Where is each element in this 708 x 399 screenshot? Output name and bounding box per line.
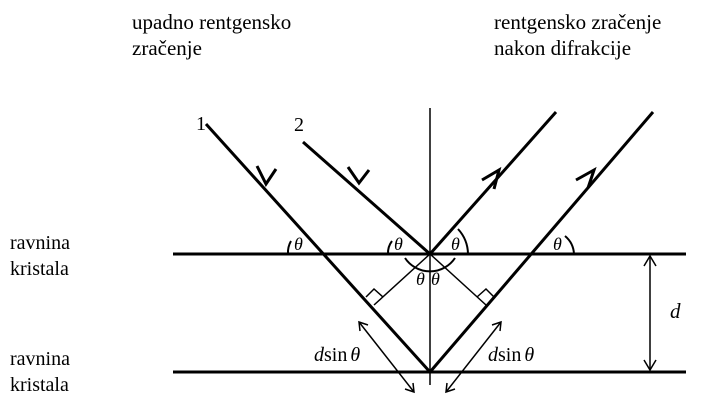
theta-arc-ray1 [286, 240, 292, 255]
incident-label-line-2: zračenje [132, 36, 202, 60]
theta-arc-below [404, 257, 456, 273]
ray-2-label: 2 [294, 114, 304, 136]
theta-label-out-bottom: θ [553, 234, 562, 254]
diffracted-ray-top [428, 111, 558, 255]
dsin-right-theta: θ [524, 344, 534, 366]
d-arrow-bottom [643, 359, 657, 372]
theta-label-below-right: θ [431, 269, 440, 289]
diffracted-ray-bottom [428, 111, 655, 373]
diffracted-radiation-label: rentgensko zračenje nakon difrakcije [494, 9, 661, 61]
dsin-right-arrow-bottom [445, 382, 456, 394]
dsin-dimension-left [358, 321, 415, 393]
diffracted-label-line-2: nakon difrakcije [494, 36, 632, 60]
incident-label-line-1: upadno rentgensko [132, 10, 292, 34]
diffracted-ray-top-arrowhead [481, 166, 502, 190]
theta-label-out-top: θ [451, 234, 460, 254]
dsin-dimension-right [445, 321, 502, 393]
theta-arc-out-bottom [564, 235, 575, 255]
dsin-right-sin: sin [498, 344, 521, 366]
dsin-left-theta: θ [350, 344, 360, 366]
incident-ray-1 [204, 122, 432, 374]
ray-2-arrowhead [346, 166, 371, 186]
theta-arc-ray2 [387, 240, 393, 255]
crystal-plane-top-label: ravnina kristala [10, 230, 70, 282]
plane-bottom-label-line-1: ravnina [10, 348, 70, 370]
right-angle-left [365, 287, 384, 298]
dsin-right-arrow-top [491, 320, 502, 332]
diffracted-ray-bottom-arrowhead [575, 166, 597, 189]
right-angle-right [476, 287, 495, 298]
plane-bottom-label-line-2: kristala [10, 374, 69, 396]
incident-radiation-label: upadno rentgensko zračenje [132, 9, 291, 61]
dsin-right-d: d [488, 344, 499, 366]
dsin-left-arrow-top [358, 320, 369, 332]
dsin-left-arrow-bottom [404, 382, 415, 394]
d-spacing-label: d [670, 299, 681, 323]
theta-label-ray2: θ [394, 234, 403, 254]
ray-1-arrowhead [255, 165, 278, 187]
dsin-left-d: d [314, 344, 325, 366]
ray-1-label: 1 [196, 113, 206, 135]
incident-ray-2 [302, 140, 431, 256]
theta-label-below-left: θ [416, 269, 425, 289]
theta-arc-out-top [457, 228, 469, 255]
plane-top-label-line-2: kristala [10, 258, 69, 280]
diffracted-label-line-1: rentgensko zračenje [494, 10, 662, 34]
theta-label-ray1: θ [294, 234, 303, 254]
crystal-plane-bottom-label: ravnina kristala [10, 346, 70, 398]
d-arrow-top [643, 254, 657, 267]
plane-top-label-line-1: ravnina [10, 232, 70, 254]
dsin-left-sin: sin [324, 344, 347, 366]
